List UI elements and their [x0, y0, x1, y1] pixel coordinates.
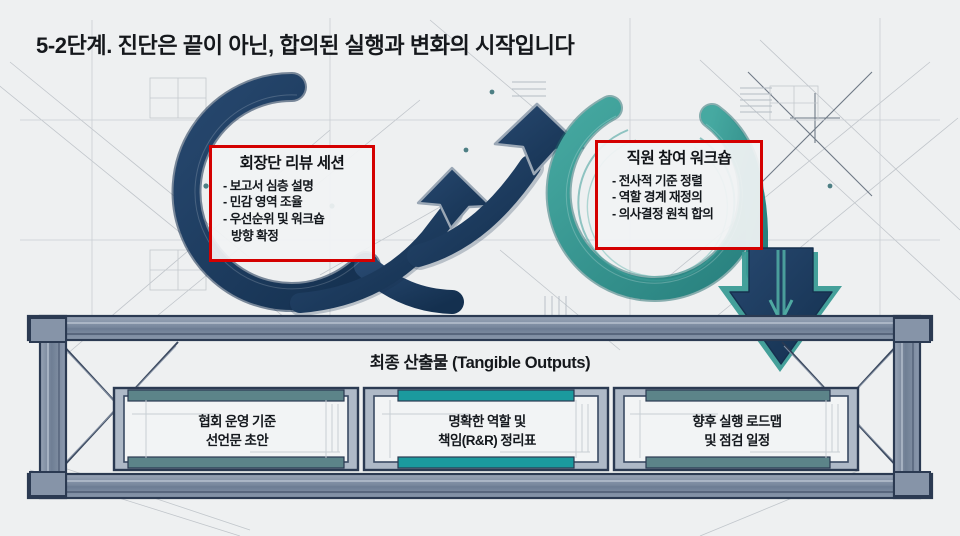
output-label-2-line2: 책임(R&R) 정리표: [438, 433, 536, 449]
stage-title-employee-workshop: 직원 참여 워크숍: [626, 150, 732, 167]
list-item: - 민감 영역 조율: [223, 195, 303, 210]
output-label-1-line2: 선언문 초안: [205, 433, 269, 449]
output-label-2-line1: 명확한 역할 및: [448, 414, 526, 429]
stage-items-employee-workshop: - 전사적 기준 정렬 - 역할 경계 재정의 - 의사결정 원칙 합의: [608, 173, 750, 223]
output-label-3-line2: 및 점검 일정: [704, 433, 770, 449]
output-label-3-line1: 향후 실행 로드맵: [692, 414, 782, 429]
stage-items-review-session: - 보고서 심층 설명 - 민감 영역 조율 - 우선순위 및 워크숍 방향 확…: [222, 178, 362, 244]
output-label-1-line1: 협회 운영 기준: [198, 414, 276, 429]
outputs-heading: 최종 산출물 (Tangible Outputs): [369, 354, 591, 372]
output-label-2: 명확한 역할 및 책임(R&R) 정리표: [372, 412, 602, 450]
stage-title-review-session: 회장단 리뷰 세션: [239, 155, 345, 172]
list-item: - 역할 경계 재정의: [612, 190, 703, 205]
output-label-1: 협회 운영 기준 선언문 초안: [122, 412, 352, 450]
stage-card-review-session[interactable]: 회장단 리뷰 세션 - 보고서 심층 설명 - 민감 영역 조율 - 우선순위 …: [209, 145, 375, 262]
stage-card-employee-workshop[interactable]: 직원 참여 워크숍 - 전사적 기준 정렬 - 역할 경계 재정의 - 의사결정…: [595, 140, 763, 250]
list-item: - 보고서 심층 설명: [223, 178, 314, 193]
list-item: - 전사적 기준 정렬: [612, 173, 703, 188]
page-title: 5-2단계. 진단은 끝이 아닌, 합의된 실행과 변화의 시작입니다: [36, 33, 575, 58]
output-label-3: 향후 실행 로드맵 및 점검 일정: [622, 412, 852, 450]
list-item: - 의사결정 원칙 합의: [612, 207, 714, 222]
list-item: 방향 확정: [231, 228, 279, 243]
list-item: - 우선순위 및 워크숍: [223, 212, 325, 227]
